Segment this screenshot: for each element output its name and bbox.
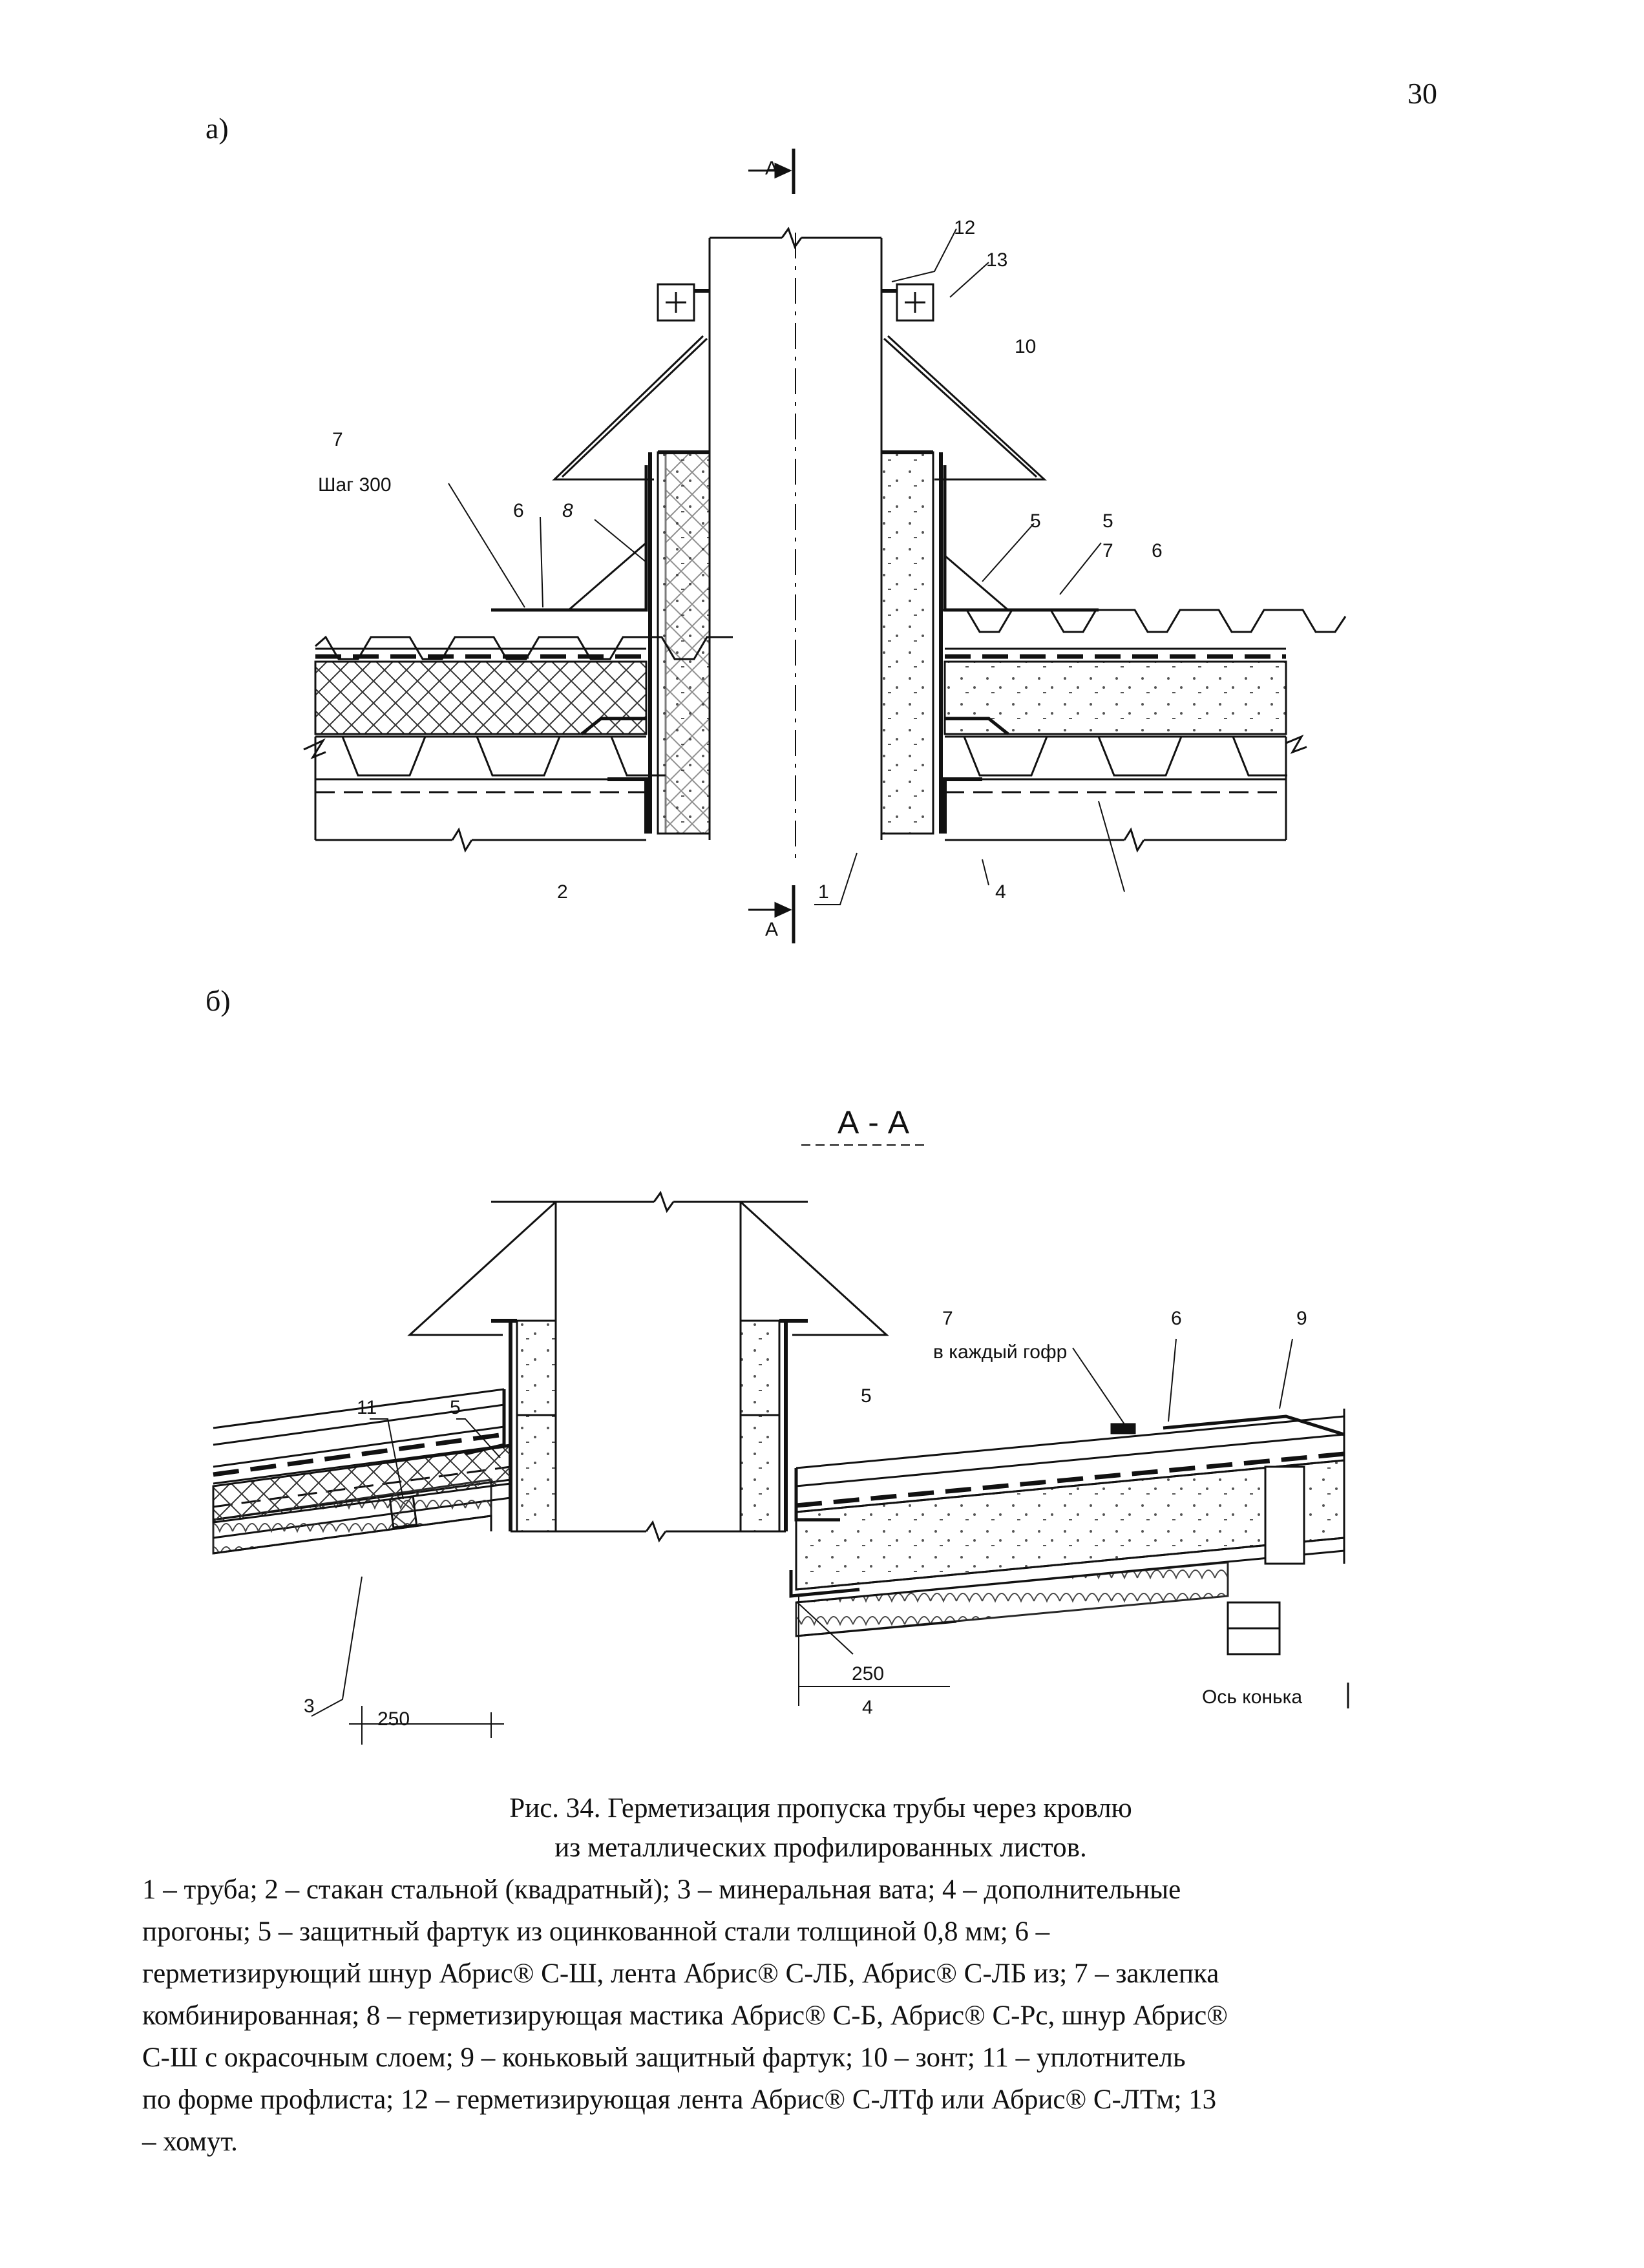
clamp-left xyxy=(657,283,710,322)
leader-lines-a xyxy=(448,228,1125,905)
callout-6-a: 6 xyxy=(513,500,524,521)
callout-5-a2: 5 xyxy=(1102,510,1113,532)
section-cut-marker-top xyxy=(748,149,796,194)
section-title: А - А xyxy=(838,1104,910,1140)
panel-label-b: б) xyxy=(206,984,231,1017)
top-profile-sheet xyxy=(315,609,1347,660)
legend-line-4: комбинированная; 8 – герметизирующая мас… xyxy=(142,2000,1228,2032)
callout-10: 10 xyxy=(1015,336,1036,357)
page-number: 30 xyxy=(1407,77,1437,110)
diagram-b xyxy=(212,1144,1349,1745)
dimension-label-left: 250 xyxy=(377,1708,410,1730)
roof-left-section xyxy=(212,1388,512,1555)
legend-line-1: 1 – труба; 2 – стакан стальной (квадратн… xyxy=(142,1874,1181,1906)
callout-12: 12 xyxy=(954,217,975,238)
caption-title-line-2: из металлических профилированных листов. xyxy=(554,1832,1087,1864)
dimension-line-right xyxy=(798,1596,950,1706)
legend-line-2: прогоны; 5 – защитный фартук из оцинкова… xyxy=(142,1916,1050,1948)
clamp-right xyxy=(881,283,934,322)
ridge-axis-label: Ось конька xyxy=(1202,1686,1302,1708)
callout-4-a: 4 xyxy=(995,881,1006,903)
diagram-a-labels: А А 12 13 10 7 Шаг 300 6 8 5 5 7 6 2 1 4 xyxy=(318,158,1163,940)
steel-sleeve xyxy=(648,450,943,835)
legend-line-5: С-Ш с окрасочным слоем; 9 – коньковый за… xyxy=(142,2042,1186,2074)
callout-5-b1: 5 xyxy=(450,1397,461,1418)
callout-11: 11 xyxy=(357,1397,377,1418)
figure-caption: Рис. 34. Герметизация пропуска трубы чер… xyxy=(142,1789,1499,2161)
callout-7-a: 7 xyxy=(332,429,343,450)
callout-6-a2: 6 xyxy=(1152,540,1163,562)
diagram-a xyxy=(303,149,1347,943)
callout-5-a1: 5 xyxy=(1030,510,1041,532)
apron-left xyxy=(491,465,648,612)
section-cut-marker-bottom xyxy=(748,885,796,943)
note-each-corrugation: в каждый гофр xyxy=(933,1341,1067,1363)
callout-5-b2: 5 xyxy=(861,1385,872,1407)
insulation-layer xyxy=(314,660,1287,735)
umbrella-section xyxy=(407,1201,889,1336)
base-profile-sheet xyxy=(303,734,1307,834)
callout-7-b: 7 xyxy=(942,1308,953,1329)
dimension-line-left xyxy=(349,1706,504,1745)
dimension-label-right: 250 xyxy=(852,1663,884,1685)
leader-lines-b xyxy=(311,1338,1293,1717)
diagram-b-labels: А - А 11 5 7 в каждый гофр 6 9 5 3 250 2… xyxy=(304,1104,1307,1730)
callout-1: 1 xyxy=(818,881,829,903)
callout-7-a2: 7 xyxy=(1102,540,1113,562)
legend-line-6: по форме профлиста; 12 – герметизирующая… xyxy=(142,2084,1217,2116)
note-step-300: Шаг 300 xyxy=(318,474,392,496)
callout-9: 9 xyxy=(1296,1308,1307,1329)
section-marker-label-top: А xyxy=(765,158,778,179)
panel-label-a: а) xyxy=(206,112,229,145)
sleeve-section xyxy=(491,1319,808,1543)
roof-right-section xyxy=(789,1409,1345,1655)
callout-3: 3 xyxy=(304,1696,315,1717)
caption-title-line-1: Рис. 34. Герметизация пропуска трубы чер… xyxy=(509,1793,1132,1823)
purlin xyxy=(314,737,1287,853)
callout-6-b: 6 xyxy=(1171,1308,1182,1329)
legend-line-7: – хомут. xyxy=(142,2126,238,2158)
legend-line-3: герметизирующий шнур Абрис® С-Ш, лента А… xyxy=(142,1958,1219,1990)
callout-8: 8 xyxy=(562,500,573,521)
callout-4-b: 4 xyxy=(862,1697,873,1718)
pipe xyxy=(708,226,883,866)
umbrella-cone xyxy=(552,335,1047,481)
callout-2: 2 xyxy=(557,881,568,903)
section-marker-label-bottom: А xyxy=(765,919,778,940)
callout-13: 13 xyxy=(986,249,1007,271)
